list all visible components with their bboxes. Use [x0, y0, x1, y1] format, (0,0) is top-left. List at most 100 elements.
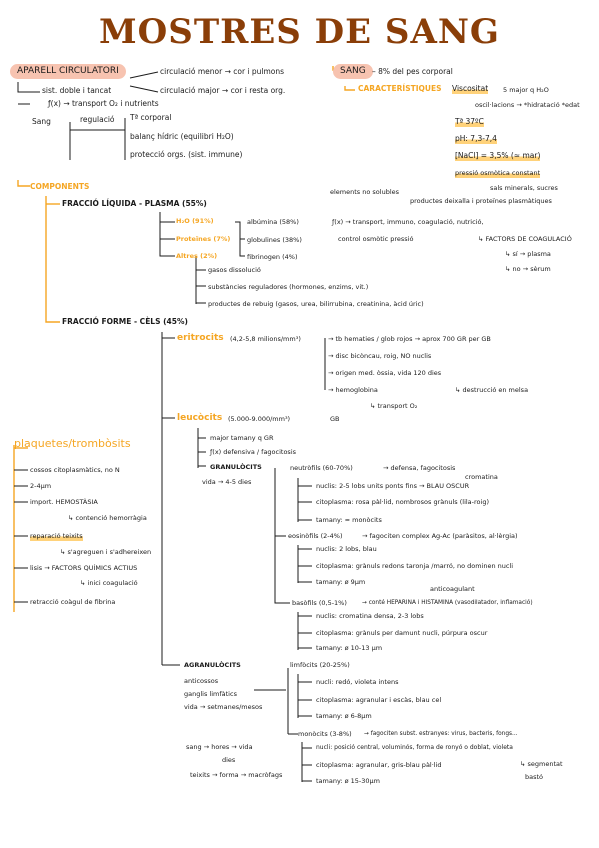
sals-minerals: sals minerals, sucres	[490, 184, 558, 192]
regulacio: regulació	[80, 115, 115, 124]
granulocits-vida: vida → 4-5 dies	[202, 478, 252, 486]
leucocits-label: leucòcits	[177, 413, 223, 423]
components-label: COMPONENTS	[30, 182, 90, 191]
transport-o2: ↳ transport O₂	[370, 402, 418, 410]
monocits-basto: bastó	[525, 773, 544, 781]
monocits-nucli: nucli: posició central, voluminós, forma…	[316, 744, 513, 751]
proteccio-orgs: protecció orgs. (sist. immune)	[130, 150, 243, 159]
limfocits-anticossos: anticossos	[184, 677, 219, 685]
basofils-conte: → conté HEPARINA i HISTAMINA (vasodilata…	[362, 600, 533, 606]
substancies: substàncies reguladores (hormones, enzim…	[208, 283, 369, 291]
leucocits-gb: GB	[330, 415, 340, 423]
limfocits-citoplasma: citoplasma: agranular i escàs, blau cel	[316, 696, 442, 704]
monocits-citoplasma: citoplasma: agranular, gris-blau pàl·lid	[316, 761, 442, 769]
eosinofils-tamany: tamany: ø 9μm	[316, 578, 366, 586]
limfocits-vida: vida → setmanes/mesos	[184, 703, 263, 711]
limfocits-ganglis: ganglis limfàtics	[184, 690, 237, 698]
monocits-sang-hores: sang → hores → vida	[186, 743, 253, 751]
neutrofils-citoplasma: citoplasma: rosa pàl·lid, nombrosos gràn…	[316, 498, 489, 506]
plaquetes-import: import. HEMOSTÀSIA	[30, 498, 98, 506]
basofils-nucli: nuclis: cromatina densa, 2-3 lobs	[316, 612, 424, 620]
basofils-citoplasma: citoplasma: grànuls per damunt nucli, pú…	[316, 629, 488, 637]
leucocits-major: major tamany q GR	[210, 434, 274, 442]
aparell-circulatori-label: APARELL CIRCULATORI	[10, 64, 126, 79]
no-serum: ↳ no → sèrum	[505, 265, 551, 273]
eosinofils-nucli: nuclis: 2 lobs, blau	[316, 545, 377, 553]
viscositat-detail: 5 major q H₂O	[503, 86, 549, 94]
altres: Altres (2%)	[176, 252, 218, 260]
monocits-tamany: tamany: ø 15-30μm	[316, 777, 380, 785]
circulacio-menor: circulació menor → cor i pulmons	[160, 67, 285, 76]
si-plasma: ↳ sí → plasma	[505, 250, 551, 258]
neutrofils-tamany: tamany: ≈ monòcits	[316, 516, 382, 524]
fx-proteines: ƒ(x) → transport, immuno, coagulació, nu…	[332, 218, 484, 226]
sist-doble: sist. doble i tancat	[42, 86, 112, 95]
monocits-teixits: teixits → forma → macròfags	[190, 771, 283, 779]
productes-rebuig: productes de rebuig (gasos, urea, bilirr…	[208, 300, 424, 308]
origen: → origen med. òssia, vida 120 dies	[328, 369, 442, 377]
basofils-anticoagulant: anticoagulant	[430, 585, 475, 593]
monocits-segmentat: ↳ segmentat	[520, 760, 563, 768]
pressio-osmotica: pressió osmòtica constant	[455, 168, 541, 178]
plaquetes-inici: ↳ inici coagulació	[80, 579, 138, 587]
plaquetes-agreguen: ↳ s'agreguen i s'adhereixen	[60, 548, 152, 556]
eosinofils-fagociten: → fagociten complex Ag-Ac (paràsitos, al…	[362, 532, 518, 540]
basofils-tamany: tamany: ø 10-13 μm	[316, 644, 383, 652]
caracteristiques-label: CARACTERÍSTIQUES	[358, 84, 442, 93]
limfocits-label: limfòcits (20-25%)	[290, 661, 350, 669]
plaquetes-lisis: lisis → FACTORS QUÍMICS ACTIUS	[30, 564, 138, 572]
sang-label: SANG	[333, 64, 373, 79]
proteines: Proteïnes (7%)	[176, 235, 231, 243]
granulocits-label: GRANULÒCITS	[210, 463, 262, 471]
sang-word: Sang	[32, 117, 51, 126]
globulines: globulines (38%)	[247, 236, 302, 244]
h2o: H₂O (91%)	[176, 217, 214, 225]
limfocits-nucli: nucli: redó, violeta intens	[316, 678, 399, 686]
neutrofils-label: neutròfils (60-70%)	[290, 464, 353, 472]
leucocits-fx: ƒ(x) defensiva / fagocitosis	[210, 448, 297, 456]
gasos: gasos dissolució	[208, 266, 261, 274]
destruccio-melsa: ↳ destrucció en melsa	[455, 386, 529, 394]
monocits-dies: dies	[222, 756, 236, 764]
ph: pH: 7,3-7,4	[455, 134, 497, 144]
monocits-fagociten: → fagociten subst. estranyes: virus, bac…	[364, 731, 518, 737]
plaquetes-label: plaquetes/trombòsits	[14, 437, 131, 450]
disc: → disc bicòncau, roig, NO nuclis	[328, 352, 432, 360]
fraccio-liquida: FRACCIÓ LÍQUIDA - PLASMA (55%)	[62, 199, 207, 208]
sang-pes: – 8% del pes corporal	[372, 67, 453, 76]
eritrocits-count: (4,2-5,8 milions/mm³)	[230, 335, 301, 343]
neutrofils-cromatina: cromatina	[465, 473, 498, 481]
monocits-label: monòcits (3-8%)	[298, 730, 352, 738]
basofils-label: basòfils (0,5-1%)	[292, 599, 347, 607]
elements-no-solubles: elements no solubles	[330, 188, 400, 196]
fibrinogen: fibrinogen (4%)	[247, 253, 298, 261]
viscositat: Viscositat	[452, 84, 489, 94]
eosinofils-citoplasma: citoplasma: grànuls redons taronja /marr…	[316, 562, 514, 570]
albumina: albúmina (58%)	[247, 218, 299, 226]
temperatura: Tª 37ºC	[455, 117, 484, 127]
neutrofils-nucli: nuclis: 2-5 lobs units ponts fins → BLAU…	[316, 482, 470, 490]
plaquetes-size: 2-4μm	[30, 482, 52, 490]
plaquetes-retraccio: retracció coàgul de fibrina	[30, 598, 116, 606]
leucocits-count: (5.000-9.000/mm³)	[228, 415, 291, 423]
agranulocits-label: AGRANULÒCITS	[184, 661, 241, 669]
plaquetes-cossos: cossos citoplasmàtics, no N	[30, 466, 120, 474]
balans-hidric: balanç hídric (equilibri H₂O)	[130, 132, 234, 141]
t-corporal: Tª corporal	[130, 113, 172, 122]
control-osmotic: control osmòtic pressió	[338, 235, 414, 243]
plaquetes-contencio: ↳ contenció hemorràgia	[68, 514, 147, 522]
limfocits-tamany: tamany: ø 6-8μm	[316, 712, 372, 720]
neutrofils-defensa: → defensa, fagocitosis	[383, 464, 456, 472]
hemoglobina: → hemoglobina	[328, 386, 378, 394]
factors-coagulacio: ↳ FACTORS DE COAGULACIÓ	[478, 235, 572, 243]
fraccio-forme: FRACCIÓ FORME - CÈLS (45%)	[62, 317, 188, 326]
oscillacions: oscil·lacions → *hidratació *edat	[475, 101, 580, 109]
page-title: MOSTRES DE SANG	[99, 12, 500, 52]
nacl: [NaCl] = 3,5% (≈ mar)	[455, 151, 541, 161]
eosinofils-label: eosinòfils (2-4%)	[288, 532, 343, 540]
productes-deixalla: productes deixalla i proteïnes plasmàtiq…	[410, 197, 552, 205]
hematies: → tb hematies / glob rojos → aprox 700 G…	[328, 335, 491, 343]
eritrocits-label: eritrocits	[177, 333, 224, 343]
plaquetes-reparacio: reparació teixits	[30, 531, 83, 541]
